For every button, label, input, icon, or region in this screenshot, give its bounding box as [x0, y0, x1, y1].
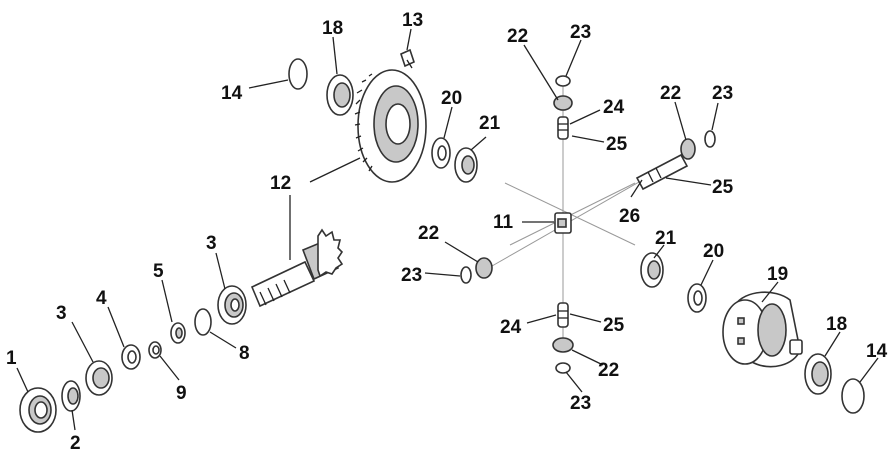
callout-18-upper: 18: [322, 18, 343, 39]
callout-24-top: 24: [603, 97, 625, 118]
part-14-shim-upper: [288, 58, 308, 90]
part-8-shim: [194, 308, 212, 336]
callout-14-upper: 14: [221, 83, 243, 104]
part-22-pinion-gear-left: [475, 257, 493, 279]
callout-19: 19: [767, 264, 788, 285]
part-4-ring: [121, 344, 141, 370]
callout-21-upper: 21: [479, 113, 501, 134]
callout-11: 11: [493, 212, 514, 233]
part-22-pinion-gear-bottom: [552, 337, 574, 353]
callout-3-upper: 3: [206, 233, 217, 254]
callout-23-right: 23: [712, 83, 733, 104]
callout-26: 26: [619, 206, 640, 227]
callout-20-upper: 20: [441, 88, 462, 109]
callout-13: 13: [402, 10, 423, 31]
callout-2: 2: [70, 433, 81, 454]
part-21-side-gear-lower: [640, 252, 664, 288]
callout-22-right: 22: [660, 83, 681, 104]
part-18-bearing-upper: [326, 74, 354, 116]
part-12-pinion-shaft: [250, 228, 344, 308]
part-3-bearing: [85, 360, 113, 396]
callout-3-lower: 3: [56, 303, 67, 324]
part-13-bolt: [400, 48, 415, 69]
callout-12: 12: [270, 173, 291, 194]
callout-4: 4: [96, 288, 107, 309]
callout-1: 1: [6, 348, 17, 369]
pinion-assembly: [19, 228, 344, 433]
callout-8: 8: [239, 343, 250, 364]
callout-23-top: 23: [570, 22, 591, 43]
part-18-bearing-lower: [804, 353, 832, 395]
callout-20-lower: 20: [703, 241, 724, 262]
part-23-washer-right: [704, 130, 716, 148]
part-26-shaft: [635, 153, 689, 191]
part-9-spacer: [148, 341, 162, 359]
part-20-thrust-washer-lower: [687, 283, 707, 313]
callout-23-left: 23: [401, 265, 422, 286]
callout-22-top: 22: [507, 26, 528, 47]
part-19-differential-case: [722, 291, 803, 368]
part-22-pinion-gear-right: [680, 138, 696, 160]
callout-25-right: 25: [712, 177, 734, 198]
part-23-washer-bottom: [555, 362, 571, 374]
callout-labels: 1 2 3 3 4 5 8 9 11 12 13 14 14 18 18 19 …: [6, 10, 888, 454]
part-2-bearing-cone: [61, 380, 81, 412]
callout-24-bottom: 24: [500, 317, 522, 338]
part-3-upper-bearing: [217, 285, 247, 325]
ring-gear-assembly: [288, 48, 478, 183]
part-5-collar: [170, 322, 186, 344]
callout-22-bottom: 22: [598, 360, 619, 381]
part-12-ring-gear: [354, 69, 427, 183]
part-23-washer-left: [460, 266, 472, 284]
part-24-pin-bottom: [557, 302, 569, 328]
part-14-shim-lower: [841, 378, 865, 414]
part-20-thrust-washer-upper: [431, 137, 451, 169]
part-24-pin-top: [557, 116, 569, 140]
callout-9: 9: [176, 383, 187, 404]
callout-21-lower: 21: [655, 228, 677, 249]
case-assembly: [640, 252, 865, 414]
callout-25-top: 25: [606, 134, 628, 155]
spider-assembly: [460, 75, 716, 374]
callout-23-bottom: 23: [570, 393, 591, 414]
leader-lines: [16, 28, 879, 431]
part-23-washer-top: [555, 75, 571, 87]
part-21-side-gear-upper: [454, 147, 478, 183]
part-1-bearing-cup: [19, 387, 57, 433]
callout-25-bottom: 25: [603, 315, 625, 336]
callout-14-lower: 14: [866, 341, 888, 362]
callout-5: 5: [153, 261, 164, 282]
callout-22-left: 22: [418, 223, 439, 244]
part-11-cross-block: [554, 212, 572, 234]
part-22-pinion-gear-top: [553, 95, 573, 111]
callout-18-lower: 18: [826, 314, 847, 335]
